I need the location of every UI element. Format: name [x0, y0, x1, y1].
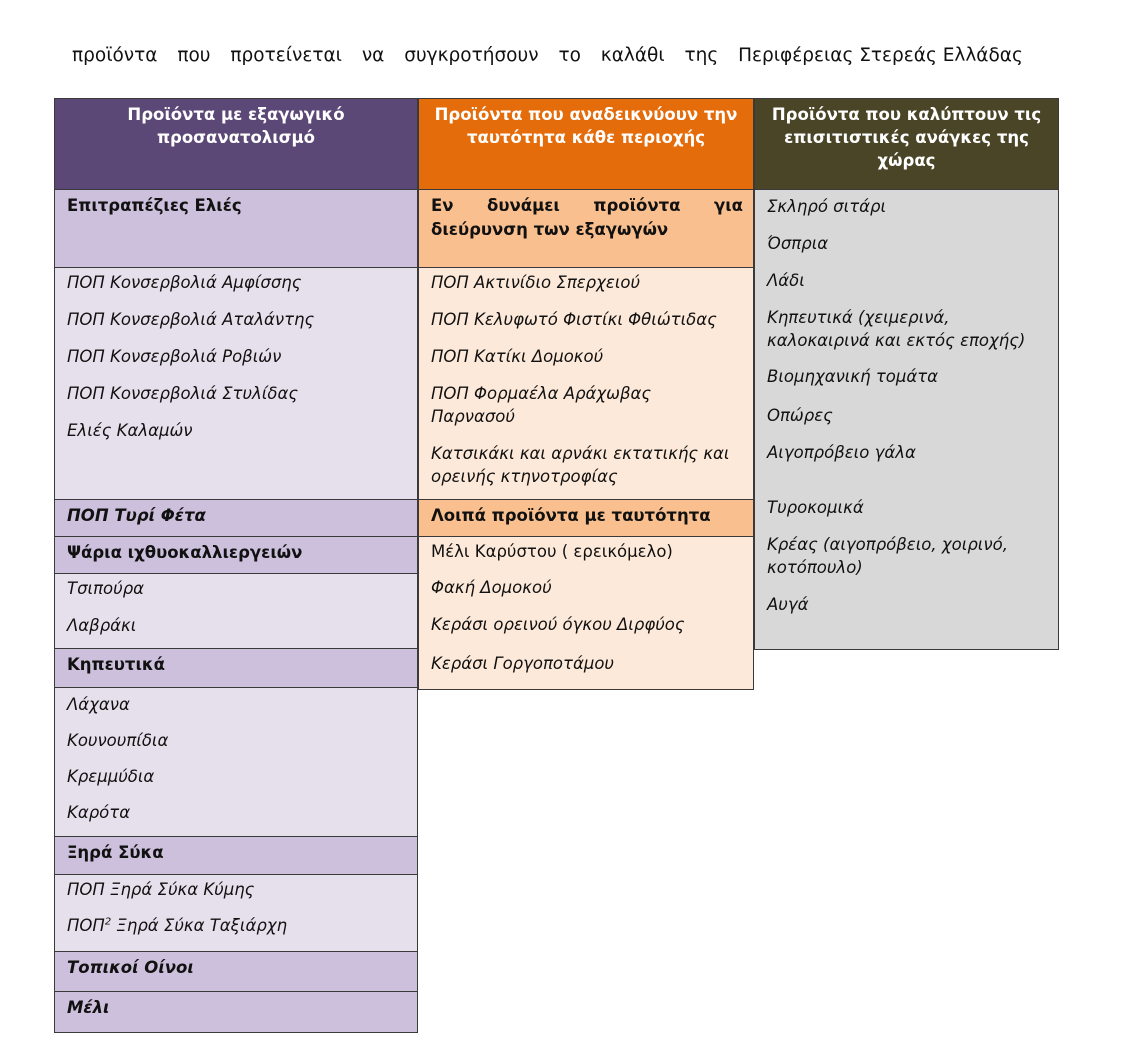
- items-row: ΠΟΠ Ακτινίδιο Σπερχειού ΠΟΠ Κελυφωτό Φισ…: [419, 268, 753, 500]
- items-row: Τσιπούρα Λαβράκι: [55, 574, 417, 649]
- heading-word: προϊόντα: [72, 45, 158, 66]
- list-item: Μέλι Καρύστου ( ερεικόμελο): [431, 542, 673, 561]
- list-item: Κρεμμύδια: [67, 767, 155, 786]
- category-row: Τοπικοί Οίνοι: [55, 952, 417, 992]
- category-row: Ψάρια ιχθυοκαλλιεργειών: [55, 537, 417, 574]
- list-item: Τσιπούρα: [67, 579, 145, 598]
- category-row: Κηπευτικά: [55, 649, 417, 688]
- heading-word: καλάθι: [600, 45, 665, 66]
- footnote-marker: 2: [104, 916, 112, 928]
- category-row: Επιτραπέζιες Ελιές: [55, 190, 417, 268]
- list-item: Όσπρια: [767, 234, 829, 253]
- list-item: Οπώρες: [767, 406, 833, 425]
- heading-word: που: [177, 45, 211, 66]
- items-row: Σκληρό σιτάρι Όσπρια Λάδι Κηπευτικά (χει…: [755, 190, 1058, 649]
- heading-word: Περιφέρειας Στερεάς Ελλάδας: [738, 45, 1023, 66]
- list-item-text: ΠΟΠ: [67, 916, 105, 935]
- list-item: Κουνουπίδια: [67, 731, 169, 750]
- list-item: Κατσικάκι και αρνάκι εκτατικής και ορειν…: [431, 444, 730, 486]
- heading-word: συγκροτήσουν: [404, 45, 539, 66]
- list-item: ΠΟΠ Φορμαέλα Αράχωβας Παρνασού: [431, 384, 652, 426]
- list-item: Κρέας (αιγοπρόβειο, χοιρινό, κοτόπουλο): [767, 535, 1008, 577]
- list-item: Λάχανα: [67, 695, 130, 714]
- column-export-oriented: Προϊόντα με εξαγωγικό προσανατολισμό Επι…: [54, 98, 418, 1033]
- items-row: Μέλι Καρύστου ( ερεικόμελο) Φακή Δομοκού…: [419, 537, 753, 689]
- list-item: ΠΟΠ Κονσερβολιά Στυλίδας: [67, 384, 299, 403]
- list-item: Κεράσι Γοργοποτάμου: [431, 654, 614, 673]
- items-row: ΠΟΠ Κονσερβολιά Αμφίσσης ΠΟΠ Κονσερβολιά…: [55, 268, 417, 500]
- list-item: Φακή Δομοκού: [431, 578, 552, 597]
- heading-word: το: [558, 45, 581, 66]
- column-food-needs: Προϊόντα που καλύπτουν τις επισιτιστικές…: [754, 98, 1059, 650]
- list-item: ΠΟΠ Ακτινίδιο Σπερχειού: [431, 273, 641, 292]
- list-item: Κεράσι ορεινού όγκου Διρφύος: [431, 615, 685, 634]
- list-item: Σκληρό σιτάρι: [767, 197, 887, 216]
- list-item: ΠΟΠ Κελυφωτό Φιστίκι Φθιώτιδας: [431, 310, 717, 329]
- list-item: ΠΟΠ Κατίκι Δομοκού: [431, 347, 604, 366]
- list-item: ΠΟΠ Κονσερβολιά Αταλάντης: [67, 310, 315, 329]
- list-item: Καρότα: [67, 803, 131, 822]
- list-item: Αυγά: [767, 595, 809, 614]
- list-item: Βιομηχανική τομάτα: [767, 367, 939, 386]
- column-header: Προϊόντα με εξαγωγικό προσανατολισμό: [55, 99, 417, 190]
- heading-word: να: [361, 45, 385, 66]
- items-row: ΠΟΠ Ξηρά Σύκα Κύμης ΠΟΠ2 Ξηρά Σύκα Ταξιά…: [55, 875, 417, 952]
- list-item: ΠΟΠ Κονσερβολιά Αμφίσσης: [67, 273, 302, 292]
- list-item: Τυροκομικά: [767, 498, 864, 517]
- list-item: ΠΟΠ Κονσερβολιά Ροβιών: [67, 347, 282, 366]
- heading-word: της: [684, 45, 719, 66]
- list-item: Λαβράκι: [67, 616, 137, 635]
- category-row: ΠΟΠ Τυρί Φέτα: [55, 500, 417, 537]
- column-header: Προϊόντα που αναδεικνύουν την ταυτότητα …: [419, 99, 753, 190]
- list-item: Κηπευτικά (χειμερινά, καλοκαιρινά και εκ…: [767, 308, 1026, 350]
- list-item: ΠΟΠ2 Ξηρά Σύκα Ταξιάρχη: [67, 914, 407, 937]
- list-item: Λάδι: [767, 271, 805, 290]
- list-item: Αιγοπρόβειο γάλα: [767, 443, 916, 462]
- page-heading: προϊόντα που προτείνεται να συγκροτήσουν…: [72, 42, 1023, 70]
- category-row: Μέλι: [55, 992, 417, 1032]
- heading-word: προτείνεται: [230, 45, 342, 66]
- column-header: Προϊόντα που καλύπτουν τις επισιτιστικές…: [755, 99, 1058, 190]
- category-row: Ξηρά Σύκα: [55, 837, 417, 875]
- category-row: Λοιπά προϊόντα με ταυτότητα: [419, 500, 753, 537]
- column-regional-identity: Προϊόντα που αναδεικνύουν την ταυτότητα …: [418, 98, 754, 690]
- list-item: ΠΟΠ Ξηρά Σύκα Κύμης: [67, 880, 255, 899]
- category-row: Εν δυνάμει προϊόντα για διεύρυνση των εξ…: [419, 190, 753, 268]
- items-row: Λάχανα Κουνουπίδια Κρεμμύδια Καρότα: [55, 688, 417, 837]
- list-item-text: Ξηρά Σύκα Ταξιάρχη: [111, 916, 288, 935]
- list-item: Ελιές Καλαμών: [67, 421, 193, 440]
